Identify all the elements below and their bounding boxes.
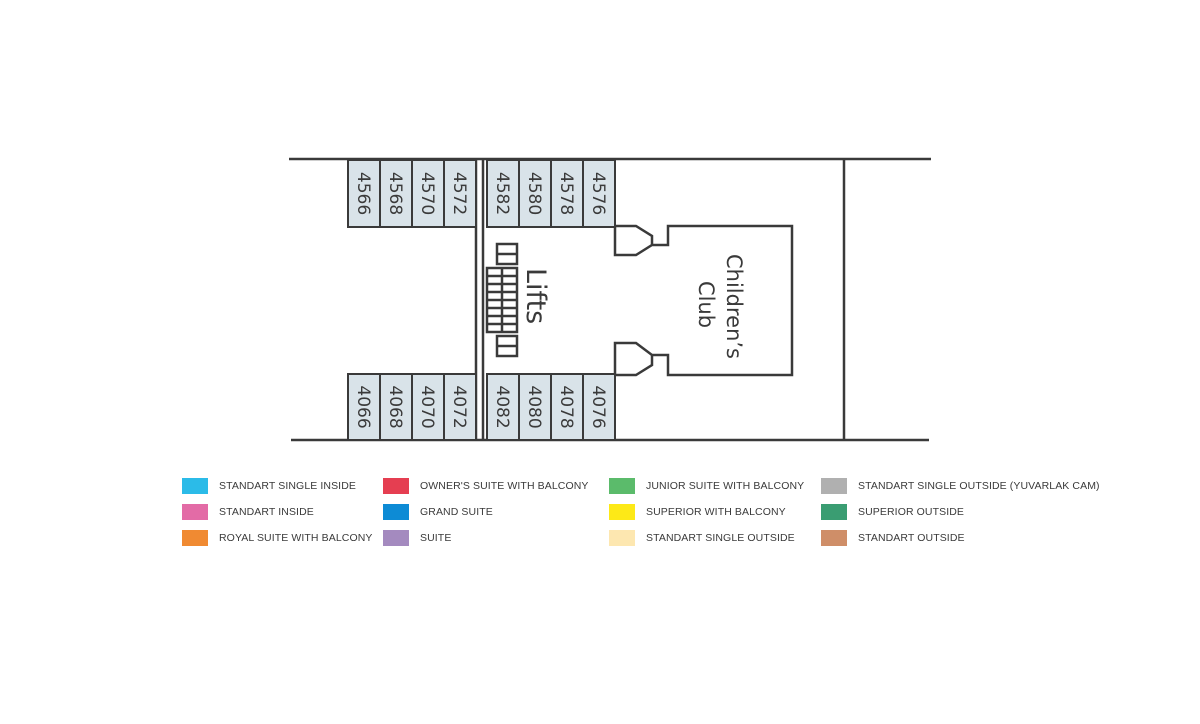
cabin-number: 4576 — [588, 172, 608, 215]
cabin-4582[interactable]: 4582 — [486, 159, 520, 228]
cabin-number: 4566 — [353, 172, 373, 215]
lifts-label: Lifts — [520, 268, 551, 324]
cabin-4078[interactable]: 4078 — [550, 373, 584, 441]
cabin-number: 4082 — [492, 385, 512, 428]
cabin-4072[interactable]: 4072 — [443, 373, 477, 441]
cabin-box[interactable] — [347, 159, 381, 228]
cabin-4572[interactable]: 4572 — [443, 159, 477, 228]
cabin-number: 4580 — [524, 172, 544, 215]
cabin-box[interactable] — [411, 373, 445, 441]
lift-icon — [495, 242, 519, 358]
cabin-layer: 4566 4568 4570 4572 4582 4580 4578 4576 4066 4068… — [347, 159, 616, 441]
cabin-box[interactable] — [379, 373, 413, 441]
club-door-top — [615, 224, 654, 245]
cabin-4070[interactable]: 4070 — [411, 373, 445, 441]
cabin-4570[interactable]: 4570 — [411, 159, 445, 228]
cabin-box[interactable] — [486, 373, 520, 441]
cabin-number: 4570 — [417, 172, 437, 215]
cabin-number: 4068 — [385, 385, 405, 428]
cabin-4576[interactable]: 4576 — [582, 159, 616, 228]
cabin-number: 4578 — [556, 172, 576, 215]
cabin-4578[interactable]: 4578 — [550, 159, 584, 228]
cabin-4082[interactable]: 4082 — [486, 373, 520, 441]
cabin-number: 4582 — [492, 172, 512, 215]
childrens-club-outline — [613, 224, 794, 377]
cabin-4580[interactable]: 4580 — [518, 159, 552, 228]
cabin-number: 4070 — [417, 385, 437, 428]
cabin-number: 4080 — [524, 385, 544, 428]
cabin-number: 4572 — [449, 172, 469, 215]
cabin-4568[interactable]: 4568 — [379, 159, 413, 228]
cabin-box[interactable] — [582, 373, 616, 441]
childrens-club-label-line2: Club — [694, 281, 718, 328]
cabin-box[interactable] — [582, 159, 616, 228]
cabin-4076[interactable]: 4076 — [582, 373, 616, 441]
cabin-4080[interactable]: 4080 — [518, 373, 552, 441]
cabin-number: 4076 — [588, 385, 608, 428]
cabin-4066[interactable]: 4066 — [347, 373, 381, 441]
cabin-box[interactable] — [443, 373, 477, 441]
stairs-icon — [485, 266, 519, 334]
cabin-number: 4568 — [385, 172, 405, 215]
cabin-box[interactable] — [379, 159, 413, 228]
cabin-number: 4072 — [449, 385, 469, 428]
cabin-4566[interactable]: 4566 — [347, 159, 381, 228]
cabin-box[interactable] — [411, 159, 445, 228]
cabin-number: 4078 — [556, 385, 576, 428]
cabin-number: 4066 — [353, 385, 373, 428]
cabin-box[interactable] — [518, 373, 552, 441]
childrens-club-label: Children’s — [722, 254, 746, 359]
cabin-4068[interactable]: 4068 — [379, 373, 413, 441]
cabin-box[interactable] — [443, 159, 477, 228]
club-door-bottom — [615, 355, 654, 377]
